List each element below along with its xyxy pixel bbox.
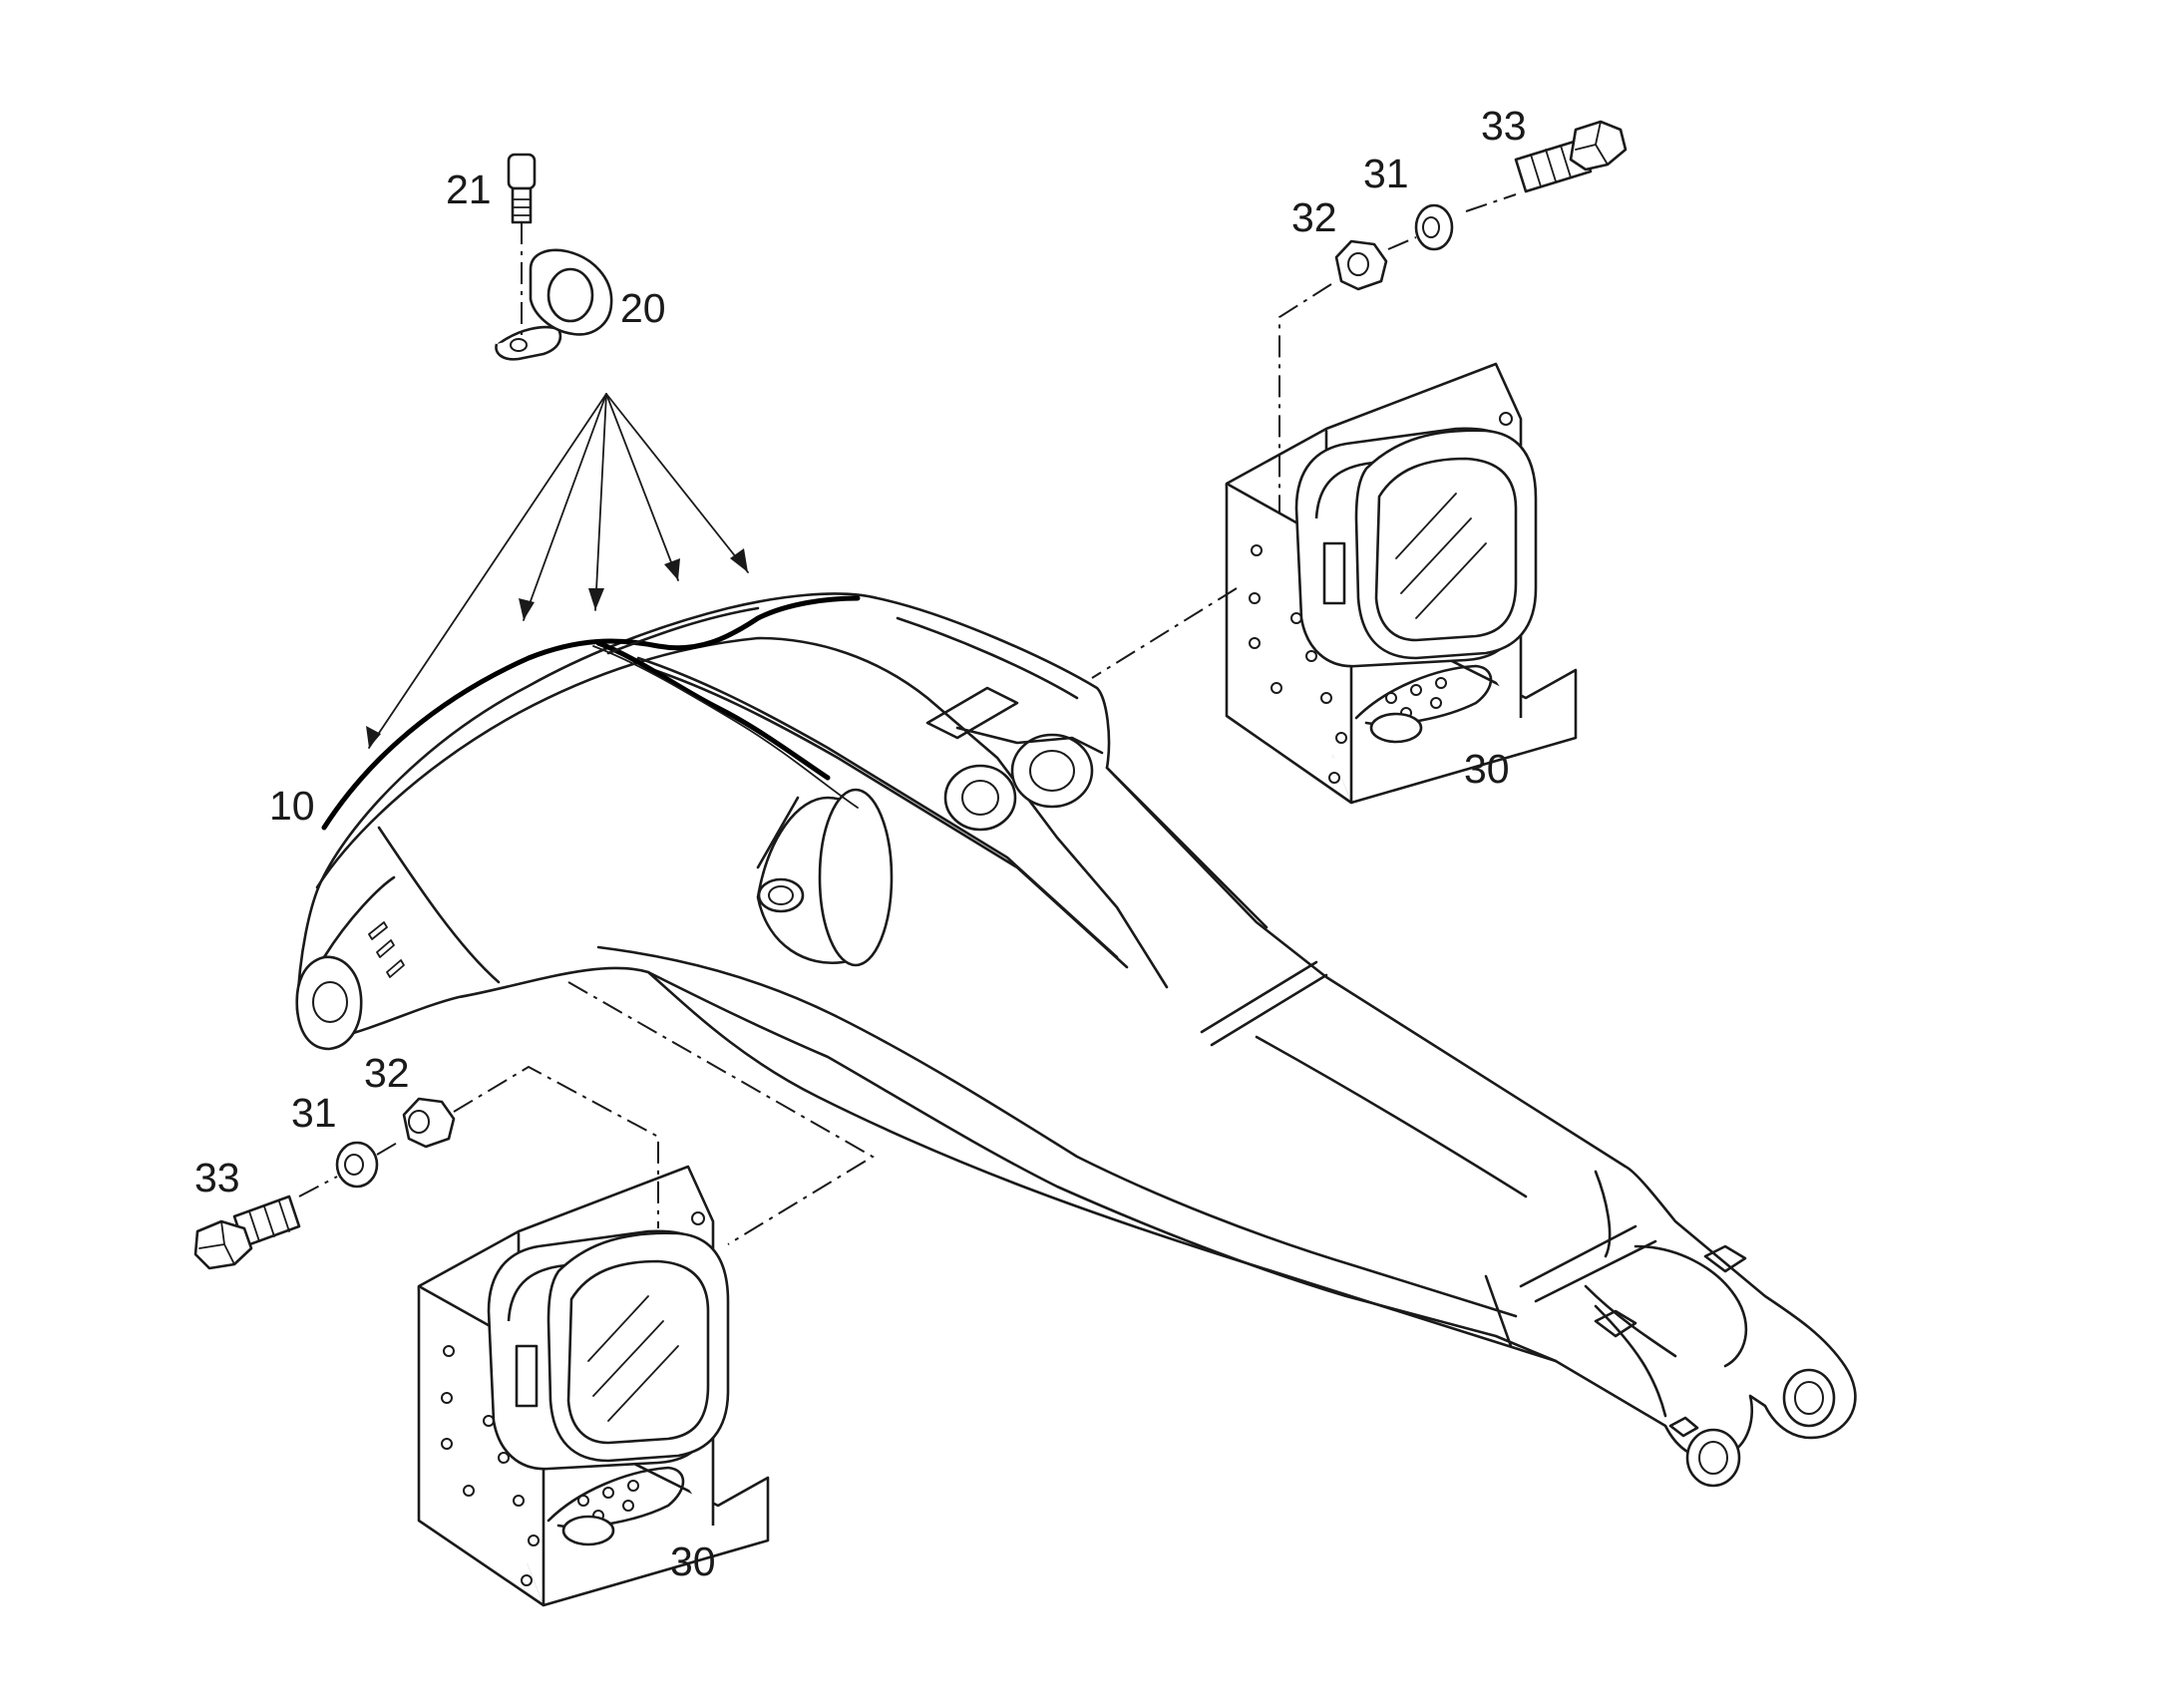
cap-screw bbox=[507, 153, 537, 339]
lower-fasteners bbox=[193, 981, 875, 1270]
callout-32-upper: 32 bbox=[1291, 194, 1337, 240]
hex-bolt-upper bbox=[1514, 120, 1628, 193]
callout-20: 20 bbox=[620, 285, 666, 331]
washer-upper bbox=[1414, 203, 1454, 251]
washer-lower bbox=[335, 1141, 379, 1189]
callout-31-lower: 31 bbox=[291, 1090, 337, 1136]
callout-31-upper: 31 bbox=[1363, 151, 1409, 196]
excavator-arm bbox=[295, 592, 1857, 1488]
work-lamp-upper bbox=[1225, 362, 1578, 805]
callout-33-lower: 33 bbox=[194, 1155, 240, 1200]
callout-32-lower: 32 bbox=[364, 1050, 410, 1096]
hex-nut-upper bbox=[1334, 239, 1388, 291]
hex-nut-lower bbox=[402, 1097, 456, 1149]
callout-labels: 10 20 21 30 30 31 31 32 32 33 33 bbox=[194, 103, 1527, 1584]
callout-30-upper: 30 bbox=[1464, 746, 1510, 792]
callout-10: 10 bbox=[269, 783, 315, 829]
work-lamp-lower bbox=[417, 1165, 770, 1607]
hose-clamp bbox=[495, 248, 613, 361]
callout-21: 21 bbox=[446, 167, 492, 212]
upper-fasteners bbox=[1091, 120, 1628, 679]
hex-bolt-lower bbox=[193, 1195, 301, 1270]
clamp-position-leaders bbox=[366, 393, 749, 749]
callout-30-lower: 30 bbox=[670, 1538, 716, 1584]
callout-33-upper: 33 bbox=[1481, 103, 1527, 149]
